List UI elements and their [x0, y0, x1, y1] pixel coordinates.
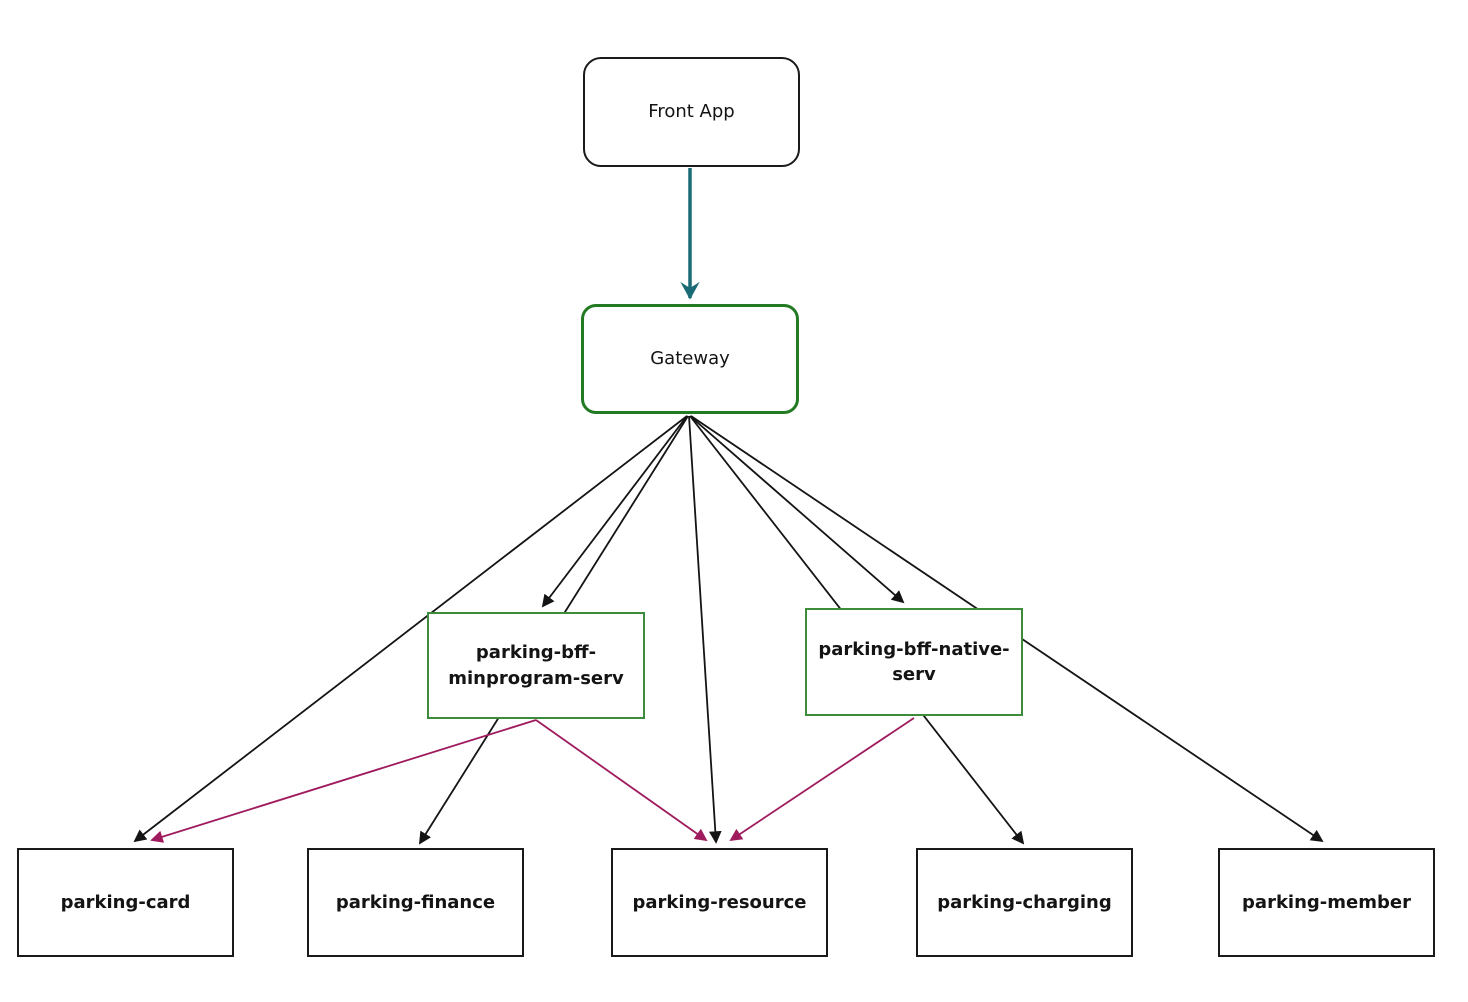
node-parking-resource: parking-resource	[611, 848, 828, 957]
node-label-line1: parking-bff-native-	[818, 638, 1010, 660]
node-label: Gateway	[650, 348, 730, 370]
node-label-line2: serv	[892, 664, 936, 685]
node-label: parking-finance	[335, 891, 496, 913]
node-label-line1: parking-bff-	[475, 642, 597, 664]
node-parking-bff-minprogram-serv: parking-bff- minprogram-serv	[427, 612, 645, 719]
node-label: parking-charging	[937, 891, 1112, 913]
edge-parking-bff-minprogram-serv-to-parking-resource	[535, 719, 708, 842]
node-parking-member: parking-member	[1218, 848, 1435, 957]
node-label: parking-card	[60, 891, 191, 913]
node-label: Front App	[648, 101, 735, 123]
node-parking-finance: parking-finance	[307, 848, 524, 957]
node-front-app: Front App	[583, 57, 800, 167]
edge-gateway-to-parking-bff-native-serv	[689, 415, 905, 604]
node-parking-card: parking-card	[17, 848, 234, 957]
edge-gateway-to-parking-bff-minprogram-serv	[541, 415, 688, 608]
edge-gateway-to-parking-resource	[688, 415, 722, 844]
node-label: parking-member	[1242, 891, 1411, 913]
node-gateway: Gateway	[581, 304, 799, 414]
node-parking-bff-native-serv: parking-bff-native- serv	[805, 608, 1023, 716]
node-label: parking-resource	[632, 891, 807, 913]
node-label-line2: minprogram-serv	[448, 667, 624, 689]
node-parking-charging: parking-charging	[916, 848, 1133, 957]
edge-parking-bff-minprogram-serv-to-parking-card	[150, 719, 537, 843]
edge-parking-bff-native-serv-to-parking-resource	[729, 717, 915, 842]
edge-gateway-to-parking-card	[133, 415, 688, 843]
